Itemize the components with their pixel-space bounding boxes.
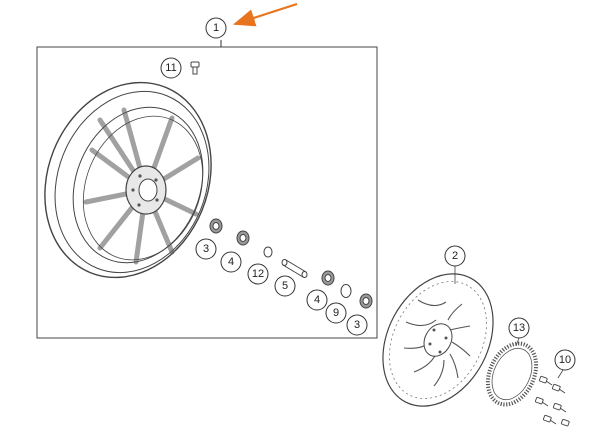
callout-9-label: 9	[333, 307, 339, 319]
callout-3-right[interactable]: 3	[346, 314, 368, 336]
callout-4-right[interactable]: 4	[306, 289, 328, 311]
callout-12-label: 12	[252, 268, 264, 280]
callout-4-left[interactable]: 4	[220, 251, 242, 273]
callout-5-label: 5	[282, 280, 288, 292]
callout-1[interactable]: 1	[205, 17, 227, 39]
abs-sensor-ring-icon	[485, 341, 539, 407]
callout-10[interactable]: 10	[554, 349, 576, 371]
callout-3-left-label: 3	[203, 243, 209, 255]
bolt-icon	[534, 375, 570, 427]
callout-1-highlight-ring	[205, 17, 227, 39]
highlight-arrow	[232, 2, 298, 27]
callout-10-label: 10	[559, 354, 571, 366]
cast-wheel-icon	[44, 81, 212, 279]
callout-13-label: 13	[513, 322, 525, 334]
callout-2-label: 2	[452, 250, 458, 262]
callout-1-label: 1	[213, 22, 219, 34]
callout-11-label: 11	[165, 62, 176, 74]
callout-5[interactable]: 5	[274, 275, 296, 297]
spacer-sleeve-icon	[281, 259, 308, 278]
callout-2[interactable]: 2	[444, 245, 466, 267]
callout-11[interactable]: 11	[160, 57, 182, 79]
brake-disc-icon	[382, 273, 494, 407]
leader-lines	[454, 266, 564, 379]
callout-4-left-label: 4	[228, 256, 234, 268]
callout-3-left[interactable]: 3	[195, 238, 217, 260]
callout-13[interactable]: 13	[508, 317, 530, 339]
bearing-icon	[209, 218, 373, 309]
callout-9[interactable]: 9	[325, 302, 347, 324]
callout-3-right-label: 3	[354, 319, 360, 331]
bolt-icon	[190, 61, 200, 75]
callout-4-right-label: 4	[314, 294, 320, 306]
callout-12[interactable]: 12	[247, 263, 269, 285]
assembly-frame	[36, 40, 378, 339]
